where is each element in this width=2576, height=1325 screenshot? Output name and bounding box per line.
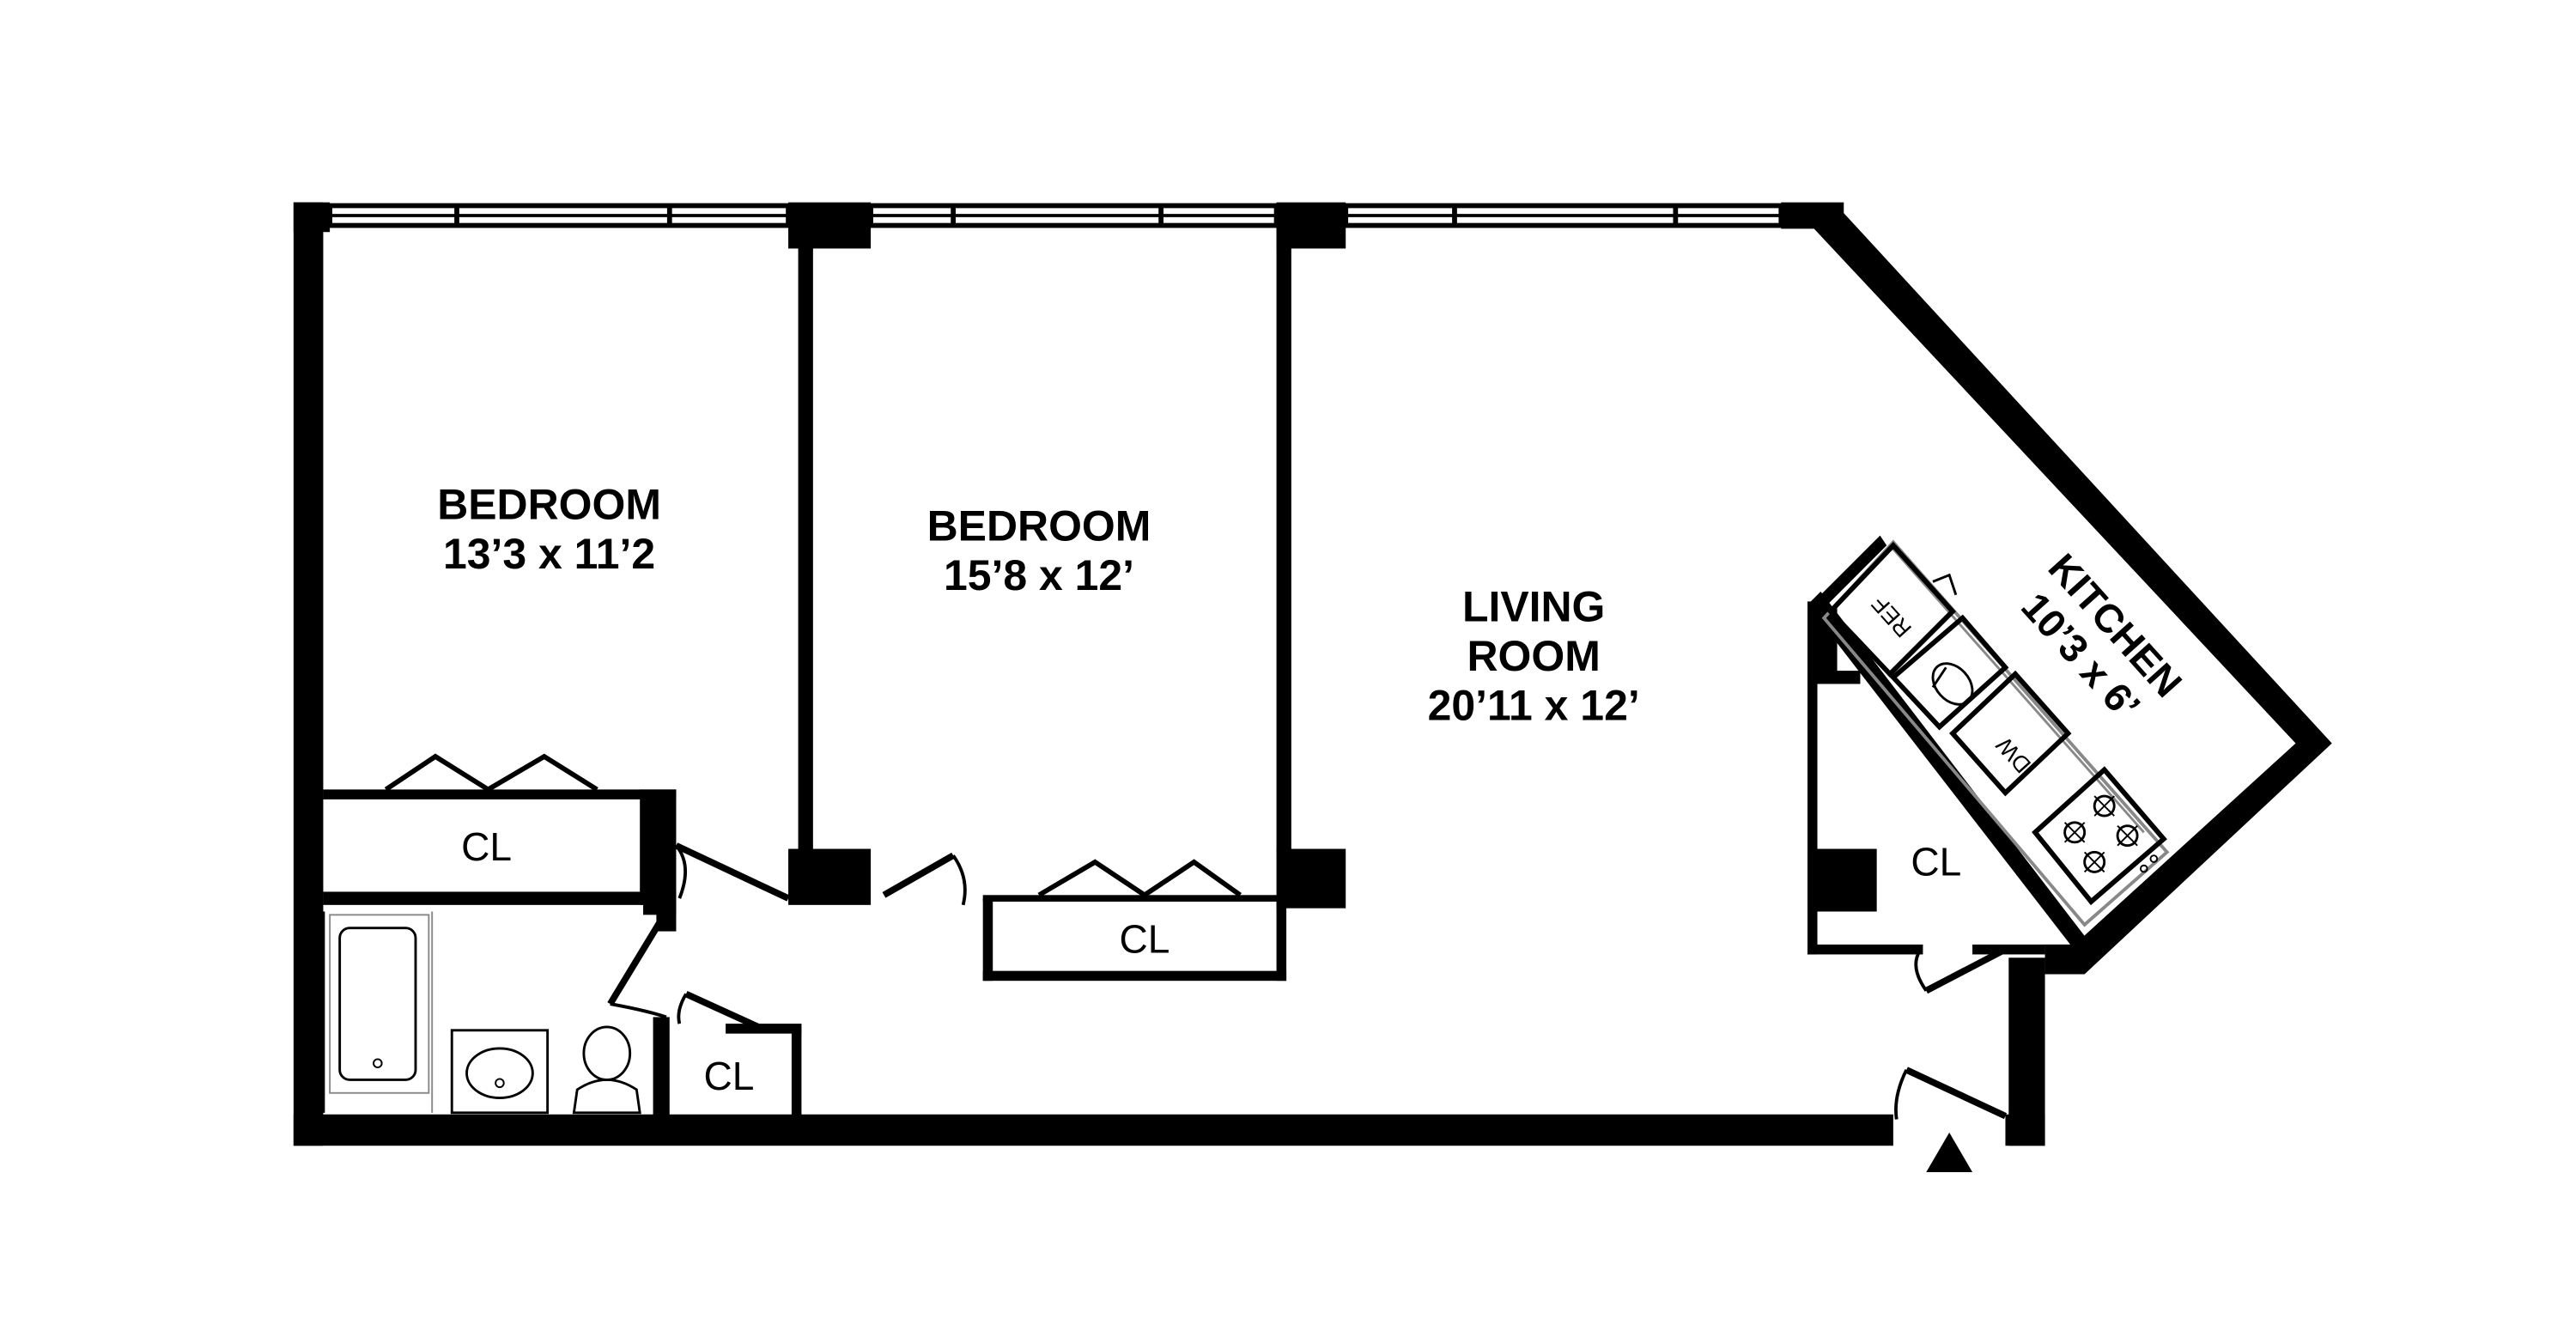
- bathtub-icon: [329, 914, 430, 1094]
- living-name-line1: LIVING: [1462, 582, 1605, 630]
- dishwasher-icon: [1949, 670, 2072, 797]
- sink-icon: [450, 1029, 550, 1115]
- bedroom2-name: BEDROOM: [927, 501, 1151, 550]
- bedroom2-dims: 15’8 x 12’: [944, 551, 1134, 599]
- stove-icon: [2032, 766, 2167, 906]
- closet-label-bedroom1: CL: [461, 824, 512, 869]
- doors: [607, 842, 2008, 1120]
- bedroom1-dims: 13’3 x 11’2: [443, 530, 655, 578]
- bedroom1-name: BEDROOM: [437, 480, 661, 528]
- closet-label-hall: CL: [703, 1054, 754, 1098]
- interior-walls: [323, 225, 2092, 1120]
- kitchen-sink-icon: [1889, 614, 2009, 731]
- entry-arrow-icon: [1926, 1132, 1973, 1172]
- kitchen: [1821, 539, 2170, 927]
- refrigerator-label: REF: [1867, 591, 1917, 642]
- closet-label-kitchen: CL: [1911, 839, 1961, 884]
- exterior-walls: [293, 202, 2332, 1146]
- toilet-icon: [572, 1025, 641, 1115]
- refrigerator-icon: [1826, 541, 1958, 678]
- closet-label-bedroom2: CL: [1119, 917, 1170, 962]
- living-name-line2: ROOM: [1467, 632, 1601, 680]
- windows: [327, 203, 1784, 228]
- bifold-doors: [384, 753, 1242, 898]
- bathroom: [321, 911, 641, 1115]
- living-dims: 20’11 x 12’: [1428, 682, 1640, 730]
